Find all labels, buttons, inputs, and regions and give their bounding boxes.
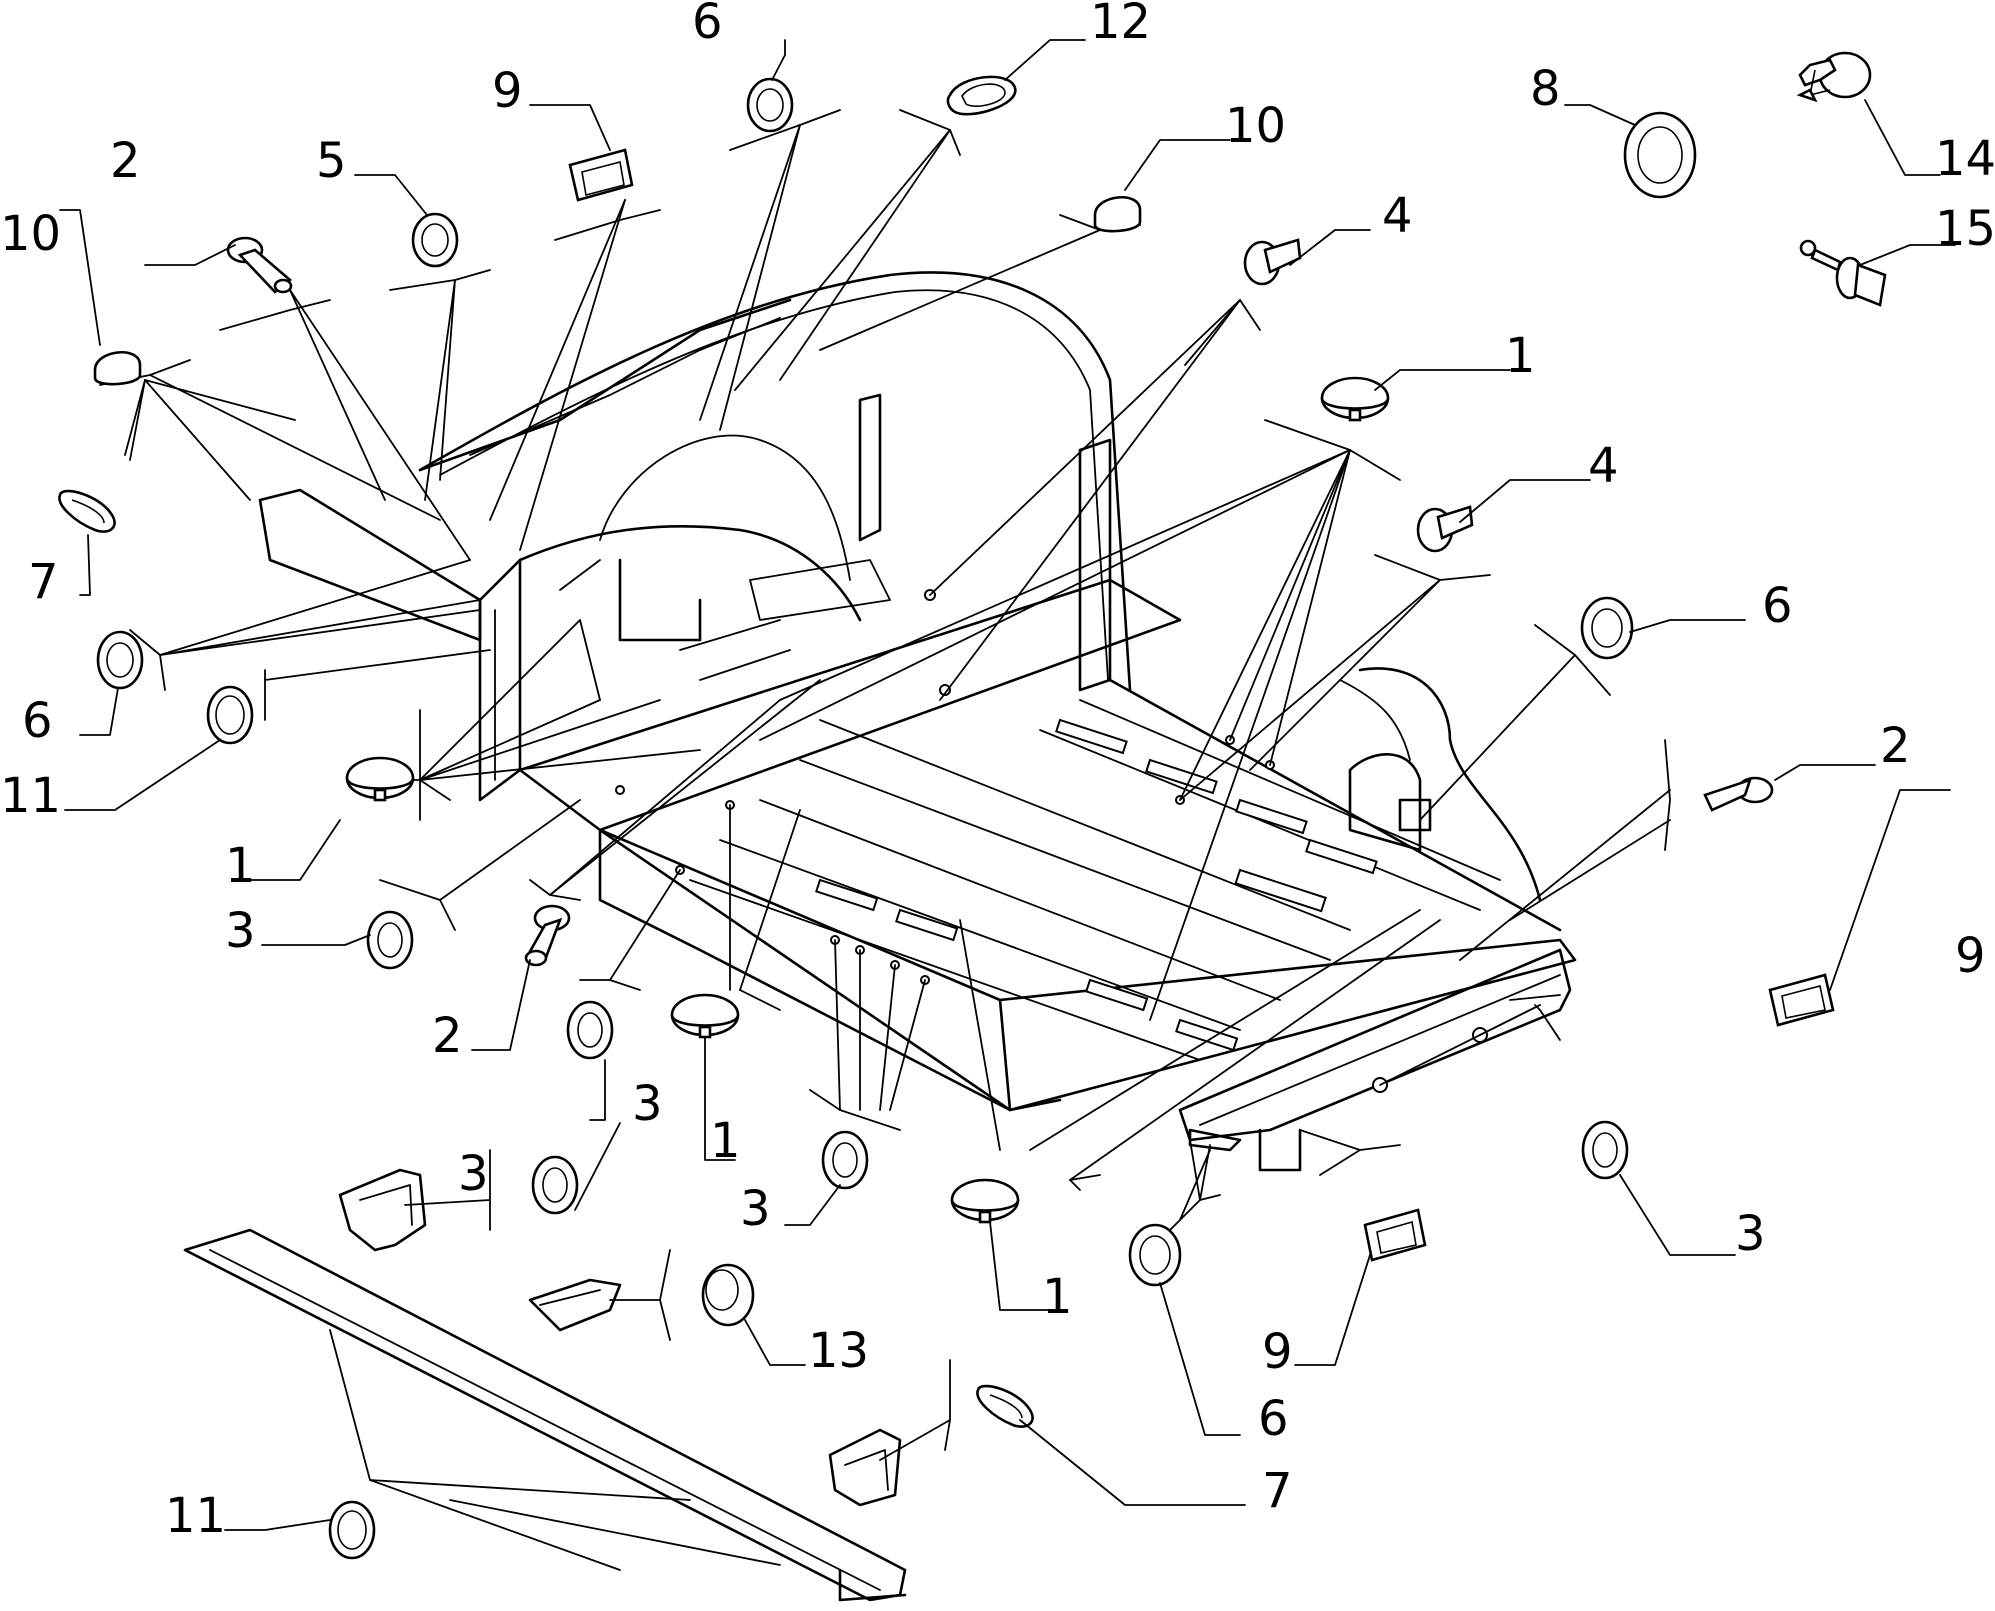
domed-cap-icon xyxy=(93,351,142,386)
round-grommet-icon xyxy=(1580,596,1634,660)
callout-label: 1 xyxy=(1042,1269,1073,1325)
fir-tree-clip-icon xyxy=(1796,51,1872,103)
callout-label: 12 xyxy=(1090,0,1151,50)
callout-label: 3 xyxy=(225,903,256,959)
stepped-plug-icon xyxy=(701,1263,755,1327)
flange-grommet-icon xyxy=(411,212,459,268)
oval-plug-icon xyxy=(58,489,116,533)
expansion-rivet-icon xyxy=(1416,505,1474,553)
plug-icon xyxy=(345,756,415,802)
callout-label: 1 xyxy=(225,838,256,894)
callout-label: 14 xyxy=(1935,131,1995,187)
group-brackets xyxy=(99,109,1671,1451)
callout-label: 5 xyxy=(316,133,347,189)
floor-pan-body xyxy=(258,271,1577,1172)
callout-label: 3 xyxy=(740,1181,771,1237)
callout-label: 7 xyxy=(28,554,59,610)
callout-label: 6 xyxy=(692,0,723,50)
callout-label: 15 xyxy=(1935,201,1995,257)
grommet-icon xyxy=(328,1500,376,1560)
round-grommet-icon xyxy=(746,77,794,133)
push-rivet-icon xyxy=(1799,239,1887,307)
round-grommet-icon xyxy=(1128,1223,1182,1287)
callout-label: 6 xyxy=(1762,578,1793,634)
plug-icon xyxy=(670,993,740,1039)
callout-label: 3 xyxy=(1735,1206,1766,1262)
callout-label: 10 xyxy=(1225,98,1286,154)
callout-label: 11 xyxy=(165,1488,226,1544)
grommet-icon xyxy=(1581,1120,1629,1180)
callout-label: 13 xyxy=(808,1323,869,1379)
grommet-icon xyxy=(531,1155,579,1215)
grommet-icon xyxy=(566,1000,614,1060)
callout-label: 2 xyxy=(1880,718,1911,774)
grommet-icon xyxy=(821,1130,869,1190)
side-sill xyxy=(183,1228,907,1602)
callout-label: 1 xyxy=(710,1113,741,1169)
callout-label: 8 xyxy=(1530,61,1561,117)
oval-grommet-icon xyxy=(946,75,1017,116)
rectangular-clip-icon xyxy=(568,148,634,202)
leader-lines xyxy=(144,124,1671,1571)
callout-label: 2 xyxy=(110,133,141,189)
callout-label: 7 xyxy=(1262,1463,1293,1519)
round-grommet-icon xyxy=(96,630,144,690)
callout-label: 1 xyxy=(1505,328,1536,384)
oval-plug-icon xyxy=(976,1384,1034,1428)
grommet-icon xyxy=(206,685,254,745)
callout-label: 11 xyxy=(0,768,61,824)
callout-label: 4 xyxy=(1588,438,1619,494)
callout-label: 10 xyxy=(0,206,61,262)
brackets xyxy=(338,1168,902,1507)
domed-cap-icon xyxy=(1093,196,1142,233)
push-pin-icon xyxy=(226,236,293,294)
callout-label: 9 xyxy=(1955,928,1986,984)
callout-leaders xyxy=(59,39,1956,1531)
callout-label: 3 xyxy=(458,1146,489,1202)
callout-label: 9 xyxy=(1262,1324,1293,1380)
callout-label: 4 xyxy=(1382,188,1413,244)
callout-label: 2 xyxy=(432,1008,463,1064)
rectangular-clip-icon xyxy=(1363,1208,1427,1262)
callout-label: 6 xyxy=(22,693,53,749)
callout-labels: 1 1 1 1 2 2 2 3 3 3 3 3 4 4 5 6 6 6 6 7 … xyxy=(0,0,1995,1544)
large-grommet-icon xyxy=(1623,111,1697,199)
push-pin-icon xyxy=(1703,776,1774,812)
expansion-rivet-icon xyxy=(1243,238,1302,286)
callout-label: 3 xyxy=(632,1076,663,1132)
grommet-icon xyxy=(366,910,414,970)
callout-label: 6 xyxy=(1258,1391,1289,1447)
callout-label: 9 xyxy=(492,63,523,119)
rectangular-clip-icon xyxy=(1768,973,1835,1027)
plug-icon xyxy=(950,1178,1020,1224)
push-pin-icon xyxy=(524,904,571,967)
plug-icon xyxy=(1320,376,1390,422)
